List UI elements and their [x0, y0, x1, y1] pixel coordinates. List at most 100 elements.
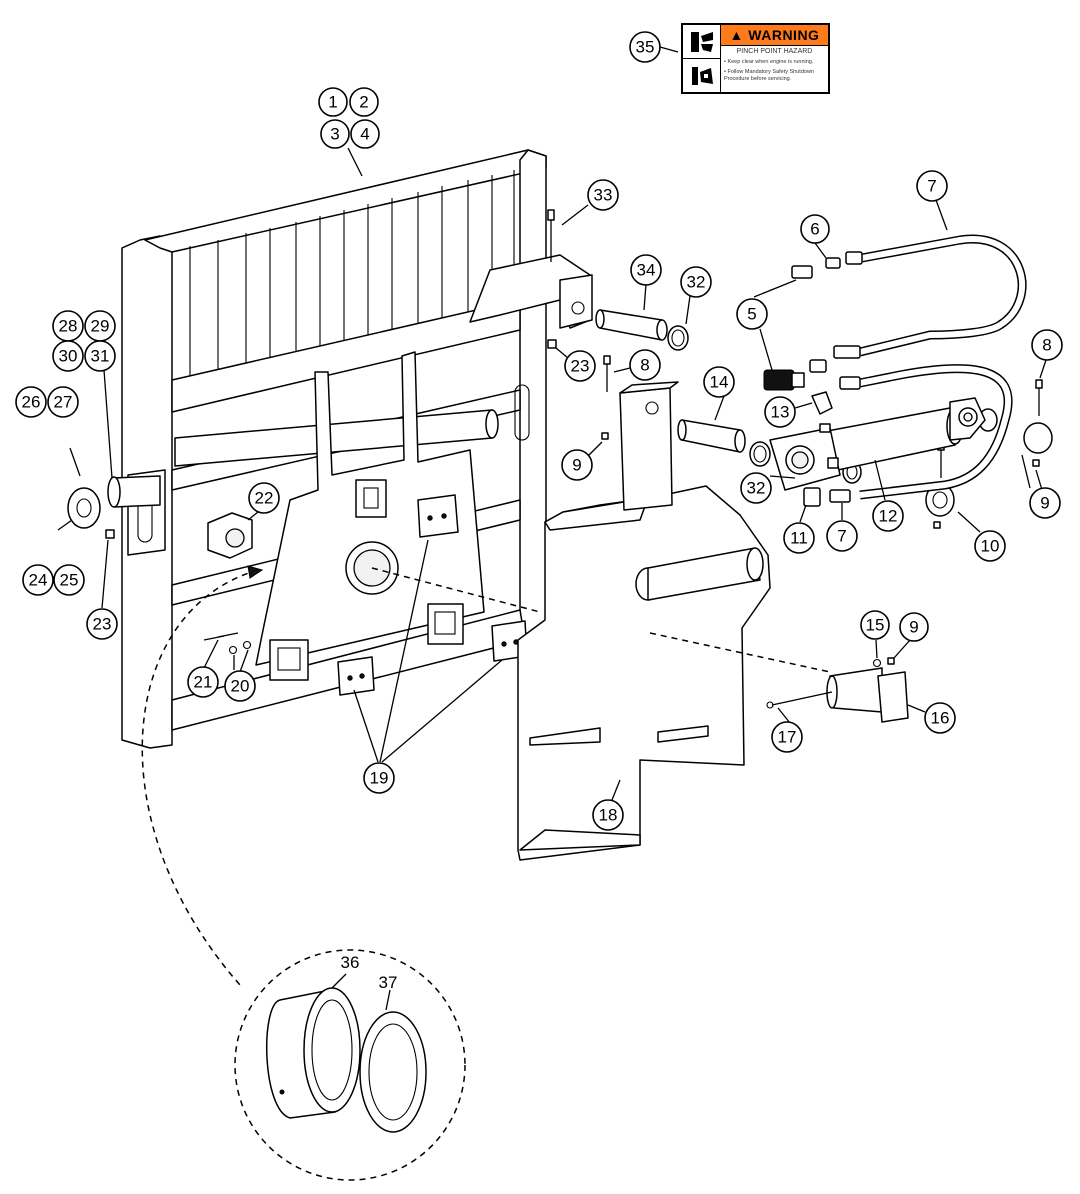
bolt-8 [603, 355, 1043, 478]
svg-text:16: 16 [931, 709, 950, 728]
svg-text:21: 21 [194, 673, 213, 692]
callout-18: 18 [592, 799, 624, 831]
callout-25: 25 [53, 564, 85, 596]
svg-text:24: 24 [29, 571, 48, 590]
callout-7-top: 7 [916, 170, 948, 202]
leader-lines [57, 46, 1047, 1011]
warning-banner: ▲ WARNING [721, 25, 828, 46]
callout-32-mid: 32 [740, 472, 772, 504]
detail-washer-37 [359, 1011, 427, 1133]
callout-9-left: 9 [561, 449, 593, 481]
pin-14 [677, 419, 746, 453]
callout-35: 35 [629, 31, 661, 63]
bolt-33 [547, 209, 555, 262]
callout-2: 2 [349, 87, 379, 117]
svg-text:7: 7 [927, 177, 936, 196]
quick-coupler [763, 369, 805, 391]
svg-text:33: 33 [594, 186, 613, 205]
callout-14: 14 [703, 366, 735, 398]
svg-text:25: 25 [60, 571, 79, 590]
svg-text:23: 23 [93, 615, 112, 634]
nuts [105, 339, 1040, 668]
projection-lines [141, 565, 831, 1181]
svg-text:9: 9 [1040, 494, 1049, 513]
svg-text:14: 14 [710, 373, 729, 392]
svg-text:19: 19 [370, 769, 389, 788]
callout-24: 24 [22, 564, 54, 596]
cylinder-mount [207, 512, 253, 559]
svg-text:27: 27 [54, 393, 73, 412]
svg-text:13: 13 [771, 403, 790, 422]
callout-8-left: 8 [629, 349, 661, 381]
hydraulic-hoses [829, 234, 1027, 503]
svg-text:26: 26 [22, 393, 41, 412]
callout-1: 1 [318, 87, 348, 117]
attachment-bracket [517, 381, 771, 861]
callout-5: 5 [736, 298, 768, 330]
svg-text:32: 32 [747, 479, 766, 498]
callout-31: 31 [84, 340, 116, 372]
svg-text:3: 3 [330, 125, 339, 144]
svg-text:15: 15 [866, 616, 885, 635]
svg-text:35: 35 [636, 38, 655, 57]
svg-text:6: 6 [810, 220, 819, 239]
fittings [791, 257, 841, 507]
callout-17: 17 [771, 721, 803, 753]
svg-text:18: 18 [599, 806, 618, 825]
svg-text:4: 4 [360, 125, 369, 144]
callout-27: 27 [47, 386, 79, 418]
detail-label-37: 37 [379, 973, 398, 992]
svg-text:2: 2 [359, 93, 368, 112]
callout-9-lower: 9 [899, 612, 929, 642]
callout-23-left: 23 [86, 608, 118, 640]
warning-text-line-2: • Follow Mandatory Safety Shutdown [724, 69, 814, 75]
callout-22: 22 [248, 482, 280, 514]
warning-pictograms [683, 25, 721, 92]
svg-text:8: 8 [640, 356, 649, 375]
callout-7-bottom: 7 [826, 520, 858, 552]
svg-text:1: 1 [328, 93, 337, 112]
callout-11: 11 [783, 522, 815, 554]
callout-6: 6 [800, 214, 830, 244]
hydraulic-cylinder [769, 397, 986, 491]
callout-23-top: 23 [564, 350, 596, 382]
svg-text:5: 5 [747, 305, 756, 324]
callout-26: 26 [15, 386, 47, 418]
svg-text:30: 30 [59, 347, 78, 366]
pin-34 [595, 309, 668, 341]
warning-decal: ▲ WARNING PINCH POINT HAZARD • Keep clea… [681, 23, 830, 94]
callout-10: 10 [974, 530, 1006, 562]
bolt-17 [766, 691, 833, 709]
svg-text:9: 9 [572, 456, 581, 475]
callout-4: 4 [350, 119, 380, 149]
warning-text-line-3: Procedure before servicing. [724, 76, 792, 82]
detail-bushing-36 [266, 987, 361, 1119]
callout-30: 30 [52, 340, 84, 372]
callout-19: 19 [363, 762, 395, 794]
svg-text:7: 7 [837, 527, 846, 546]
svg-text:22: 22 [255, 489, 274, 508]
crush-hazard-icon [683, 58, 720, 92]
bolts-21 [203, 632, 252, 655]
callout-33: 33 [587, 179, 619, 211]
svg-text:20: 20 [231, 677, 250, 696]
svg-text:10: 10 [981, 537, 1000, 556]
hazard-title: PINCH POINT HAZARD [736, 48, 813, 55]
svg-text:9: 9 [909, 618, 918, 637]
callout-28: 28 [52, 310, 84, 342]
svg-text:32: 32 [687, 273, 706, 292]
svg-text:8: 8 [1042, 336, 1051, 355]
callout-29: 29 [84, 310, 116, 342]
callout-3: 3 [320, 119, 350, 149]
pin-16 [826, 667, 909, 723]
callout-13: 13 [764, 396, 796, 428]
callout-9-right: 9 [1029, 487, 1061, 519]
pinch-point-icon [683, 25, 720, 58]
svg-text:23: 23 [571, 357, 590, 376]
callout-8-right: 8 [1031, 329, 1063, 361]
svg-text:12: 12 [879, 507, 898, 526]
detail-label-36: 36 [341, 953, 360, 972]
svg-text:11: 11 [790, 529, 808, 548]
callout-32-top: 32 [680, 266, 712, 298]
